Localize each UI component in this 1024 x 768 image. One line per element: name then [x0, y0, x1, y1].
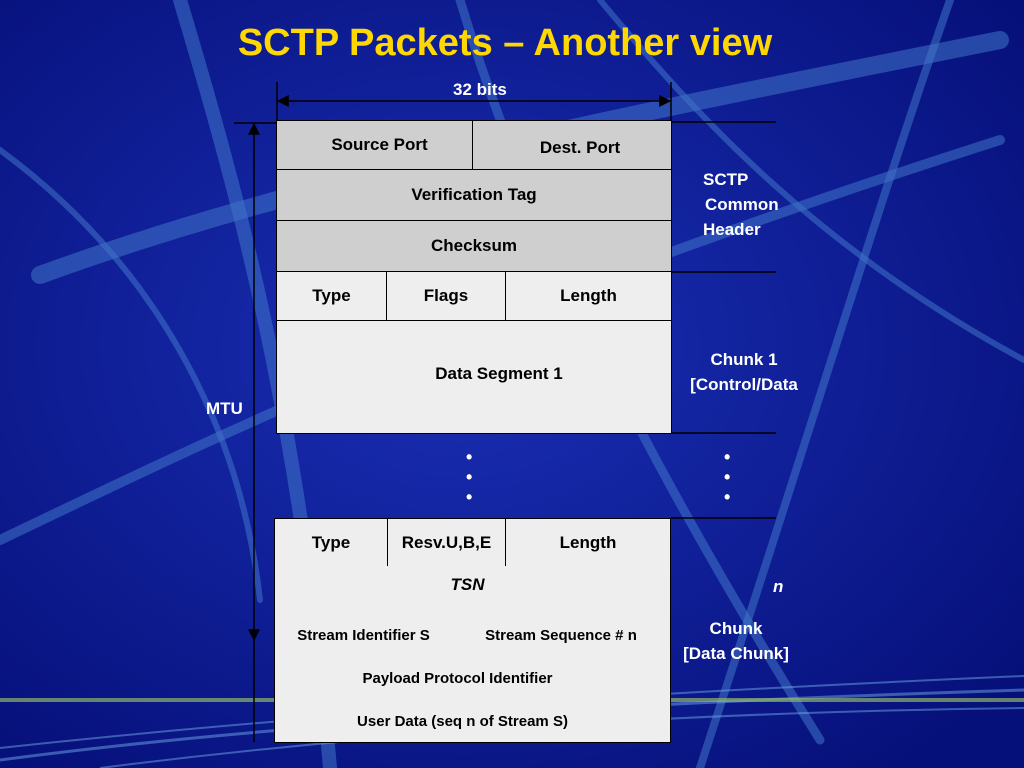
slide-title: SCTP Packets – Another view [237, 22, 773, 64]
checksum-field: Checksum [276, 220, 672, 272]
n-label: n [773, 577, 784, 596]
chunk1-label-line2: [Control/Data [690, 375, 798, 394]
chunkn-label-line2: [Data Chunk] [683, 644, 789, 663]
chunk1-type-field: Type [276, 271, 387, 321]
dest-port-field: Dest. Port [472, 120, 672, 170]
dest-port-label: Dest. Port [539, 138, 621, 157]
stream-id-field: Stream Identifier S [274, 614, 453, 657]
chunkn-flags-field: Resv.U,B,E [387, 518, 506, 567]
chunkn-flags-label: Resv.U,B,E [401, 533, 492, 552]
chunkn-label-line1: Chunk [709, 619, 763, 638]
chunk1-label-line1: Chunk 1 [710, 350, 778, 369]
stream-seq-field: Stream Sequence # n [452, 614, 671, 657]
source-port-label: Source Port [331, 135, 428, 154]
chunk1-length-field: Length [505, 271, 672, 321]
chunkn-length-field: Length [505, 518, 671, 567]
ellipsis-right: • • • [724, 447, 731, 507]
mtu-label: MTU [206, 399, 243, 418]
verification-tag-field: Verification Tag [276, 169, 672, 221]
common-header-label-line2: Common [705, 195, 779, 214]
ellipsis-left: • • • [466, 447, 473, 507]
chunkn-type-field: Type [274, 518, 388, 567]
tsn-label: TSN [450, 575, 485, 594]
chunk1-flags-field: Flags [386, 271, 506, 321]
chunkn-label: Chunk [Data Chunk] [672, 616, 800, 666]
ppi-field: Payload Protocol Identifier [274, 657, 671, 700]
common-header-label-line1: SCTP [703, 170, 749, 189]
common-header-label-line3: Header [703, 220, 761, 239]
chunk1-data-label: Data Segment 1 [435, 364, 563, 383]
chunk1-data-field: Data Segment 1 [276, 320, 672, 434]
source-port-field: Source Port [276, 120, 473, 170]
width-label: 32 bits [453, 80, 507, 99]
user-data-field: User Data (seq n of Stream S) [274, 700, 671, 743]
chunk1-label: Chunk 1 [Control/Data [680, 347, 808, 397]
common-header-label: SCTP Common Header [703, 167, 779, 242]
tsn-field: TSN [274, 566, 671, 614]
